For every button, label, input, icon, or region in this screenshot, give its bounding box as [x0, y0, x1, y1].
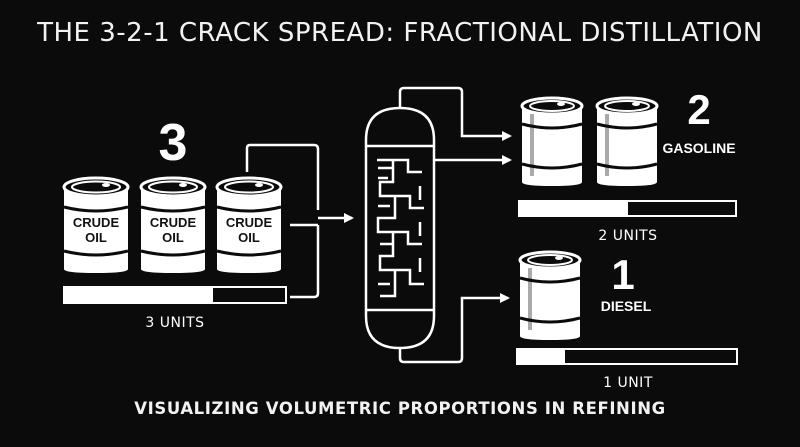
diesel-count: 1	[611, 251, 634, 298]
gasoline-barrel-1	[520, 96, 584, 188]
crude-barrel-label-2: OIL	[85, 230, 107, 245]
crude-barrel-label-2: OIL	[238, 230, 260, 245]
diesel-bar-fill	[517, 349, 565, 364]
crude-barrel-label-1: CRUDE	[150, 215, 197, 230]
diesel-barrel	[518, 250, 582, 342]
output-pipes	[398, 86, 512, 364]
gasoline-label: GASOLINE	[662, 140, 735, 156]
gasoline-barrel-2	[595, 96, 659, 188]
diesel-label: DIESEL	[601, 298, 652, 314]
page-title: THE 3-2-1 CRACK SPREAD: FRACTIONAL DISTI…	[37, 18, 763, 48]
crude-barrel-label-1: CRUDE	[73, 215, 120, 230]
crude-count: 3	[159, 114, 188, 172]
crude-barrel-label-2: OIL	[162, 230, 184, 245]
crude-feed-pipes	[245, 143, 354, 299]
gasoline-bar-fill	[519, 201, 628, 216]
crude-barrel-2: CRUDE OIL	[139, 176, 207, 275]
crude-bar-fill	[64, 287, 213, 303]
crude-units-label: 3 UNITS	[145, 315, 204, 331]
distillation-column	[364, 106, 436, 350]
crude-barrel-1: CRUDE OIL	[62, 176, 130, 275]
gasoline-count: 2	[687, 86, 710, 133]
crude-barrel-3: CRUDE OIL	[215, 176, 283, 275]
page-subtitle: VISUALIZING VOLUMETRIC PROPORTIONS IN RE…	[134, 399, 666, 418]
crude-barrel-label-1: CRUDE	[226, 215, 273, 230]
diesel-units-label: 1 UNIT	[603, 375, 653, 391]
gasoline-units-label: 2 UNITS	[598, 228, 657, 244]
